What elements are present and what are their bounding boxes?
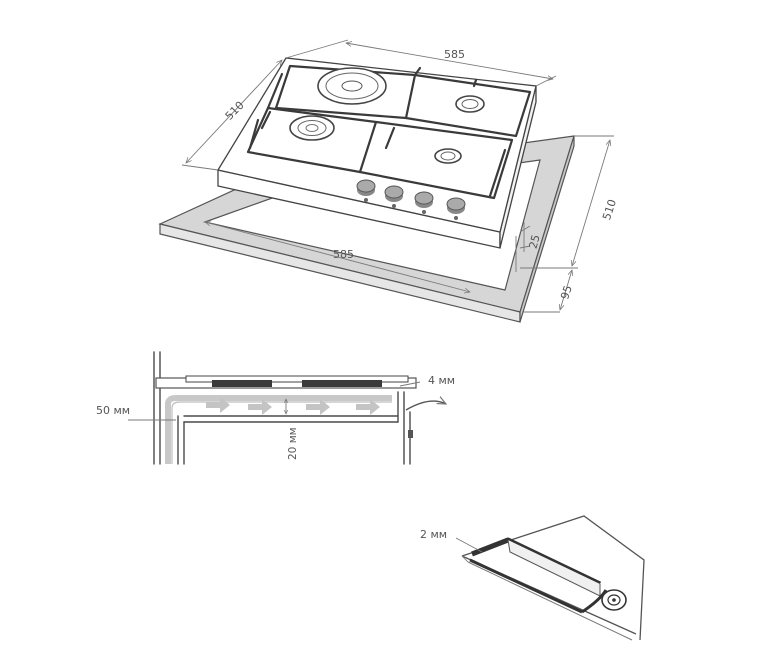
seal-label: 2 мм [420,528,447,541]
dim-offset-label: 95 [558,284,575,301]
electric-hotplate [317,67,387,105]
section-label-left: 50 мм [96,404,130,417]
gas-burner-rear-right [455,95,485,113]
section-label-vertical: 20 мм [287,427,299,460]
control-knobs [356,179,466,220]
dim-depth-right-label: 510 [600,198,619,222]
gas-burner-front-left [289,115,335,141]
dim-width-cutout-label: 585 [333,248,354,261]
dim-height-label: 25 [527,233,543,250]
section-label-right: 4 мм [428,374,455,387]
knob [356,179,376,202]
seal-diagram [455,515,645,641]
dim-width-top-label: 585 [444,48,465,61]
knob [414,191,434,214]
knob [446,197,466,220]
dimension-lines [181,39,614,313]
knob [384,185,404,208]
gas-burner-front-right [434,148,462,164]
section-view [128,351,446,465]
